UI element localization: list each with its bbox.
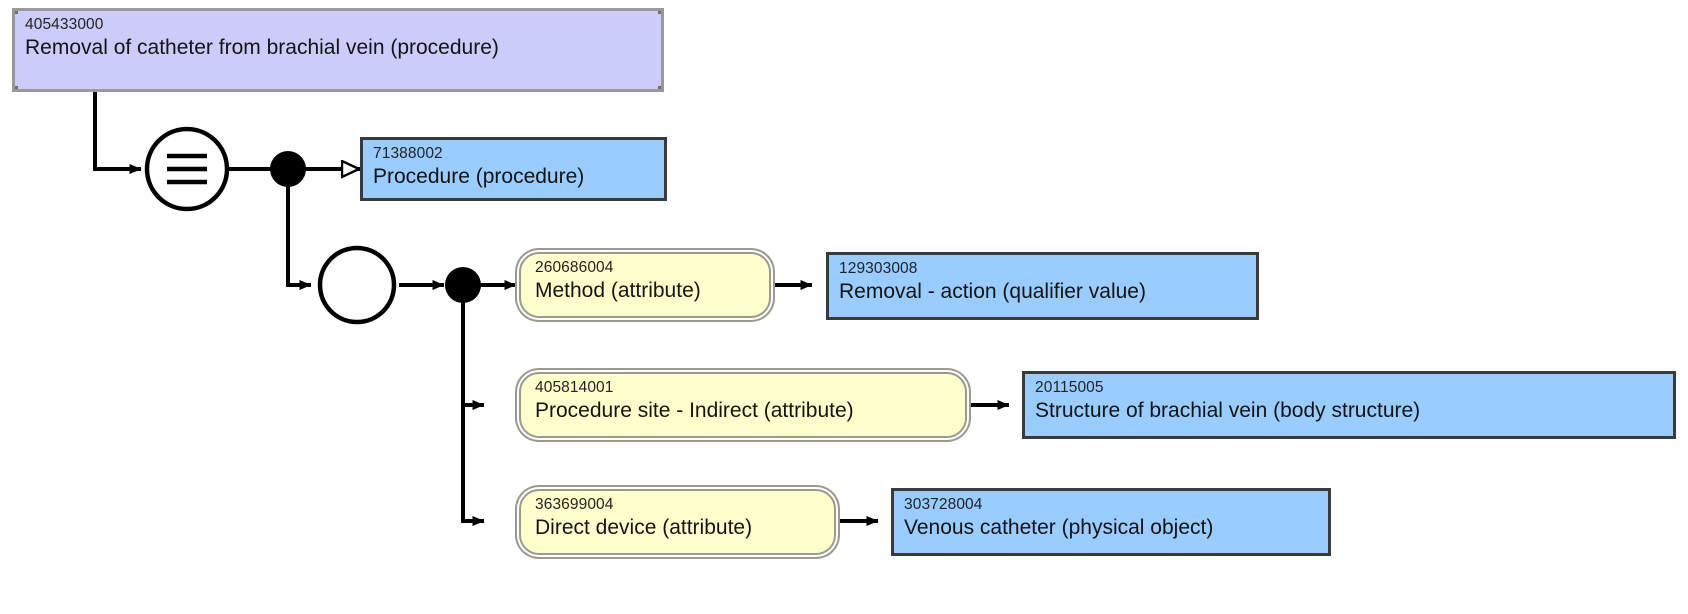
value-node-1[interactable]: 129303008 Removal - action (qualifier va… [826,252,1259,320]
value-node-2[interactable]: 20115005 Structure of brachial vein (bod… [1022,371,1676,439]
attribute-term-3: Direct device (attribute) [535,515,753,539]
edge-root-to-equivalence [93,92,142,174]
attribute-node-2[interactable]: 405814001 Procedure site - Indirect (att… [519,372,967,438]
selection-handle-bottom-right[interactable] [658,86,661,89]
focus-concept-node[interactable]: 405433000 Removal of catheter from brach… [12,8,664,92]
edge-conjunction1-to-rolegroup [286,181,312,290]
value-sctid-2: 20115005 [1035,379,1104,396]
attribute-node-3[interactable]: 363699004 Direct device (attribute) [519,489,836,555]
focus-concept-sctid: 405433000 [25,16,104,33]
value-sctid-3: 303728004 [904,496,983,513]
selection-handle-top-left[interactable] [15,11,18,14]
edge-conjunction2-to-attribute-2 [461,297,485,410]
selection-handle-top-right[interactable] [658,11,661,14]
parent-concept-sctid: 71388002 [373,145,443,162]
parent-concept-node[interactable]: 71388002 Procedure (procedure) [360,137,667,201]
attribute-sctid-2: 405814001 [535,379,614,396]
attribute-sctid-1: 260686004 [535,259,614,276]
value-term-2: Structure of brachial vein (body structu… [1035,398,1421,422]
attribute-node-1[interactable]: 260686004 Method (attribute) [519,252,771,318]
value-sctid-1: 129303008 [839,260,918,277]
attribute-term-1: Method (attribute) [535,278,701,302]
value-term-3: Venous catheter (physical object) [904,515,1214,539]
parent-concept-term: Procedure (procedure) [373,164,585,188]
focus-concept-term: Removal of catheter from brachial vein (… [25,35,499,59]
value-node-3[interactable]: 303728004 Venous catheter (physical obje… [891,488,1331,556]
conjunction-dot-icon-2 [445,267,481,303]
equivalent-to-icon [144,126,230,212]
selection-handle-bottom-left[interactable] [15,86,18,89]
value-term-1: Removal - action (qualifier value) [839,279,1146,303]
conjunction-dot-icon-1 [270,151,306,187]
attribute-term-2: Procedure site - Indirect (attribute) [535,398,854,422]
role-group-icon [317,245,397,325]
edge-conjunction2-to-attribute-3 [461,297,485,526]
attribute-sctid-3: 363699004 [535,496,614,513]
